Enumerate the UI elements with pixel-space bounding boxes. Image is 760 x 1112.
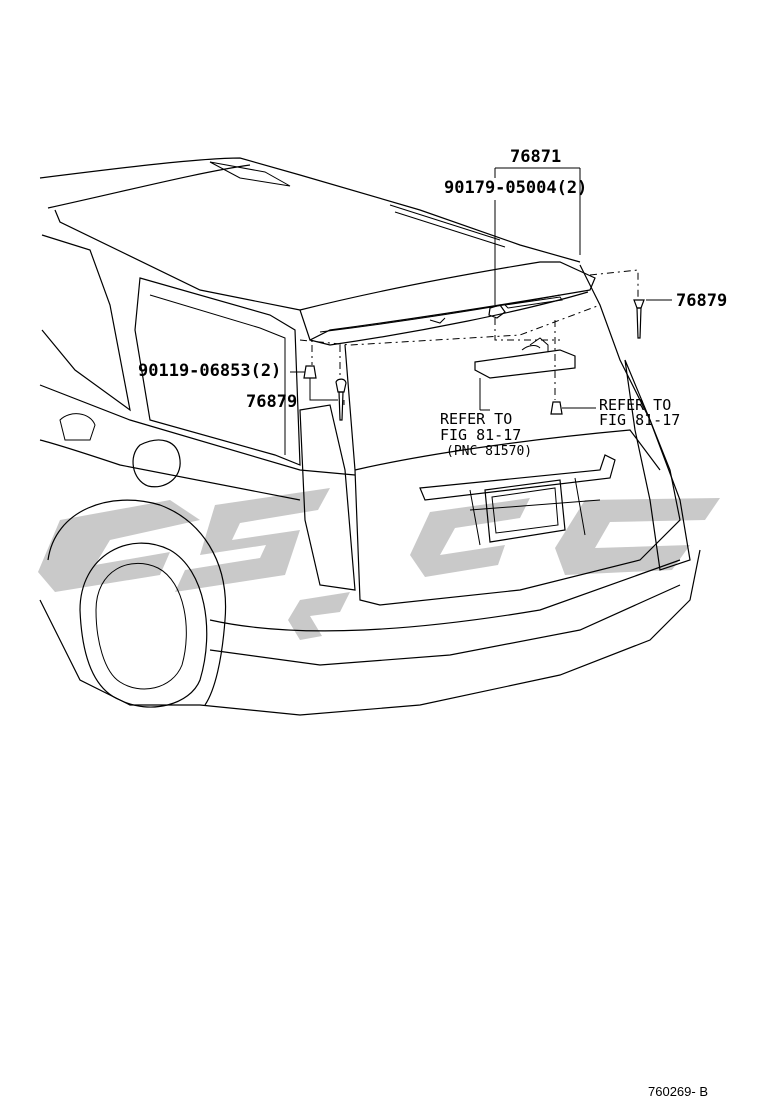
label-76871: 76871 — [510, 147, 561, 167]
refer-right-line1: REFER TO — [599, 396, 671, 414]
refer-left-line3: (PNC 81570) — [446, 444, 532, 459]
label-76879-right: 76879 — [676, 291, 727, 311]
fasteners — [303, 299, 645, 421]
label-90179-05004: 90179-05004(2) — [444, 178, 587, 198]
figure-id: 760269- B — [648, 1084, 708, 1099]
rear-spoiler — [299, 261, 596, 379]
refer-right-line2: FIG 81-17 — [599, 411, 680, 429]
refer-left-line1: REFER TO — [440, 410, 512, 428]
label-76879-left: 76879 — [246, 392, 297, 412]
leader-lines — [290, 167, 672, 411]
label-90119-06853: 90119-06853(2) — [138, 361, 281, 381]
refer-left-line2: FIG 81-17 — [440, 426, 521, 444]
vehicle-outline — [39, 157, 701, 716]
callout-labels: 76871 90179-05004(2) 76879 90119-06853(2… — [138, 147, 727, 459]
